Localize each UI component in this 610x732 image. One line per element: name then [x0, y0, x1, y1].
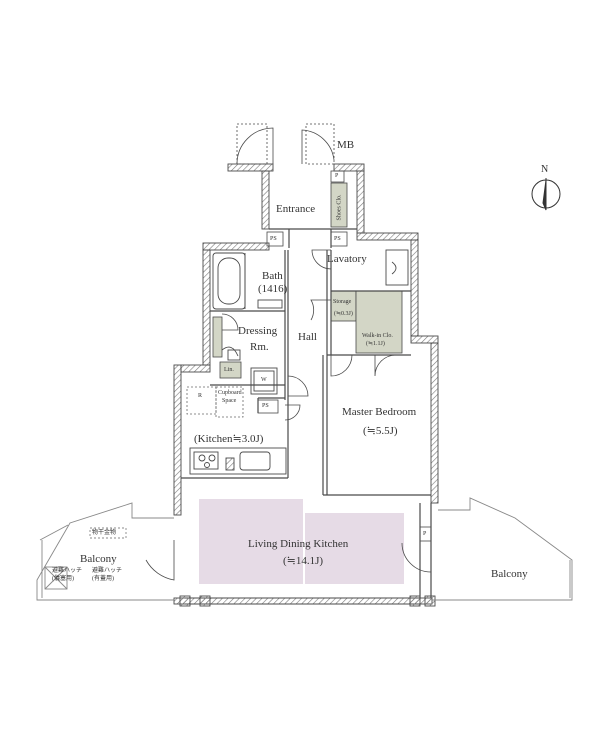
evac-hatch-right-1: 避難ハッチ: [92, 568, 123, 574]
north-compass: [531, 178, 561, 211]
drying-hardware-label: 物干金物: [92, 530, 117, 536]
ldk-size: (≒14.1J): [283, 555, 324, 567]
shoes-closet-fill: [330, 182, 348, 228]
evac-hatch-left-1: 避難ハッチ: [52, 568, 83, 574]
left-balcony: [36, 502, 174, 601]
ldk-floor-left: [199, 499, 303, 584]
ps-box-dressing: [257, 399, 279, 414]
ldk-label: Living Dining Kitchen: [248, 538, 349, 550]
cupboard-label-2: Space: [222, 398, 237, 404]
shoes-closet-label: Shoes Clo.: [336, 194, 343, 221]
walkin-closet-size: (≒1.1J): [366, 341, 385, 347]
washer-label: W: [261, 377, 267, 383]
dressing-room-label-2: Rm.: [250, 341, 269, 353]
master-bedroom-size: (≒5.5J): [363, 425, 398, 437]
entrance-label: Entrance: [276, 203, 316, 215]
refrigerator-space: [186, 386, 217, 415]
balcony-right-label: Balcony: [491, 568, 528, 580]
linen-fill: [219, 361, 242, 379]
p-box-top: [330, 170, 345, 183]
window-frames: [179, 595, 436, 607]
kitchen-label: (Kitchen≒3.0J): [194, 433, 264, 445]
balcony-left-label: Balcony: [80, 553, 117, 565]
storage-size: (≒0.3J): [334, 311, 353, 317]
lavatory-label: Lavatory: [327, 253, 367, 265]
bathtub: [212, 252, 283, 310]
ps-box-left: [266, 231, 284, 247]
washer-box: [250, 367, 278, 395]
walkin-closet-label: Walk-in Clo.: [362, 333, 393, 339]
mb-label: MB: [337, 139, 355, 151]
ldk-floor-right: [305, 513, 404, 584]
bath-label: Bath: [262, 270, 283, 282]
exterior-walls: [173, 163, 439, 605]
washbasin: [221, 346, 241, 361]
hall-label: Hall: [298, 331, 317, 343]
compass-north-label: N: [541, 164, 549, 175]
door-swings: [145, 123, 432, 581]
ps-label-dressing: PS: [262, 403, 269, 409]
master-bedroom-label: Master Bedroom: [342, 406, 417, 418]
cupboard-space-outline: [215, 386, 244, 418]
lavatory-fixtures: [385, 249, 409, 286]
linen-label: Lin.: [224, 367, 234, 373]
ps-label-entrance-left: PS: [270, 236, 277, 242]
cupboard-label-1: Cupboard: [218, 390, 242, 396]
p-label-bedroom: P: [423, 531, 427, 537]
bath-size: (1416): [258, 283, 288, 295]
evac-hatch-left-2: (儀塞用): [52, 576, 74, 582]
p-box-bedroom: [419, 526, 432, 542]
ps-label-entrance-right: PS: [334, 236, 341, 242]
kitchen-counter: [189, 447, 287, 475]
p-label-entrance: P: [335, 173, 339, 179]
storage-label: Storage: [333, 299, 352, 305]
dressing-shelf-fill: [212, 316, 223, 358]
ps-box-right: [330, 231, 348, 247]
walkin-closet-fill: [355, 290, 403, 354]
evac-hatch-right-2: (有蓋用): [92, 576, 114, 582]
right-balcony: [432, 497, 573, 601]
refrigerator-label: R: [198, 393, 203, 399]
dressing-room-label-1: Dressing: [238, 325, 278, 337]
